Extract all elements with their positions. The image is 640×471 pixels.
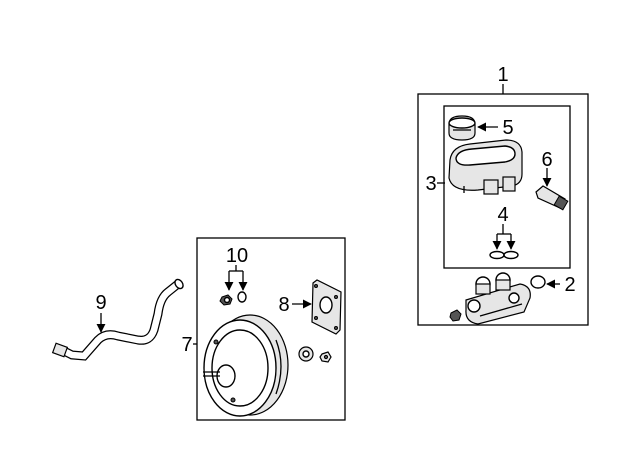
reservoir-grommets xyxy=(489,250,519,260)
callout-9: 9 xyxy=(95,292,106,314)
callout-1: 1 xyxy=(497,64,508,86)
master-cylinder-seal xyxy=(530,275,546,289)
callout-3: 3 xyxy=(425,173,436,195)
check-valve-and-grommet xyxy=(219,291,247,306)
callout-4: 4 xyxy=(497,204,508,226)
callout-8: 8 xyxy=(278,294,289,316)
brake-booster-assembly xyxy=(193,237,346,421)
booster-gasket xyxy=(311,279,342,335)
reservoir-cap xyxy=(448,115,476,141)
vacuum-hose xyxy=(51,278,184,361)
reservoir-frame-inner xyxy=(443,105,571,269)
callout-5: 5 xyxy=(502,117,513,139)
callout-10: 10 xyxy=(226,245,248,267)
fluid-reservoir xyxy=(448,139,523,195)
brake-booster xyxy=(203,314,289,417)
mounting-nut xyxy=(449,309,462,322)
booster-frame xyxy=(196,237,346,421)
callout-7: 7 xyxy=(181,334,192,356)
callout-labels: 1 2 3 4 5 6 7 8 9 10 xyxy=(95,64,575,356)
master-cylinder-body xyxy=(465,272,531,325)
booster-mounting-nuts xyxy=(298,346,332,363)
callout-2: 2 xyxy=(564,274,575,296)
callout-6: 6 xyxy=(541,149,552,171)
fluid-level-sensor xyxy=(535,185,569,211)
master-cylinder-assembly xyxy=(417,84,589,326)
